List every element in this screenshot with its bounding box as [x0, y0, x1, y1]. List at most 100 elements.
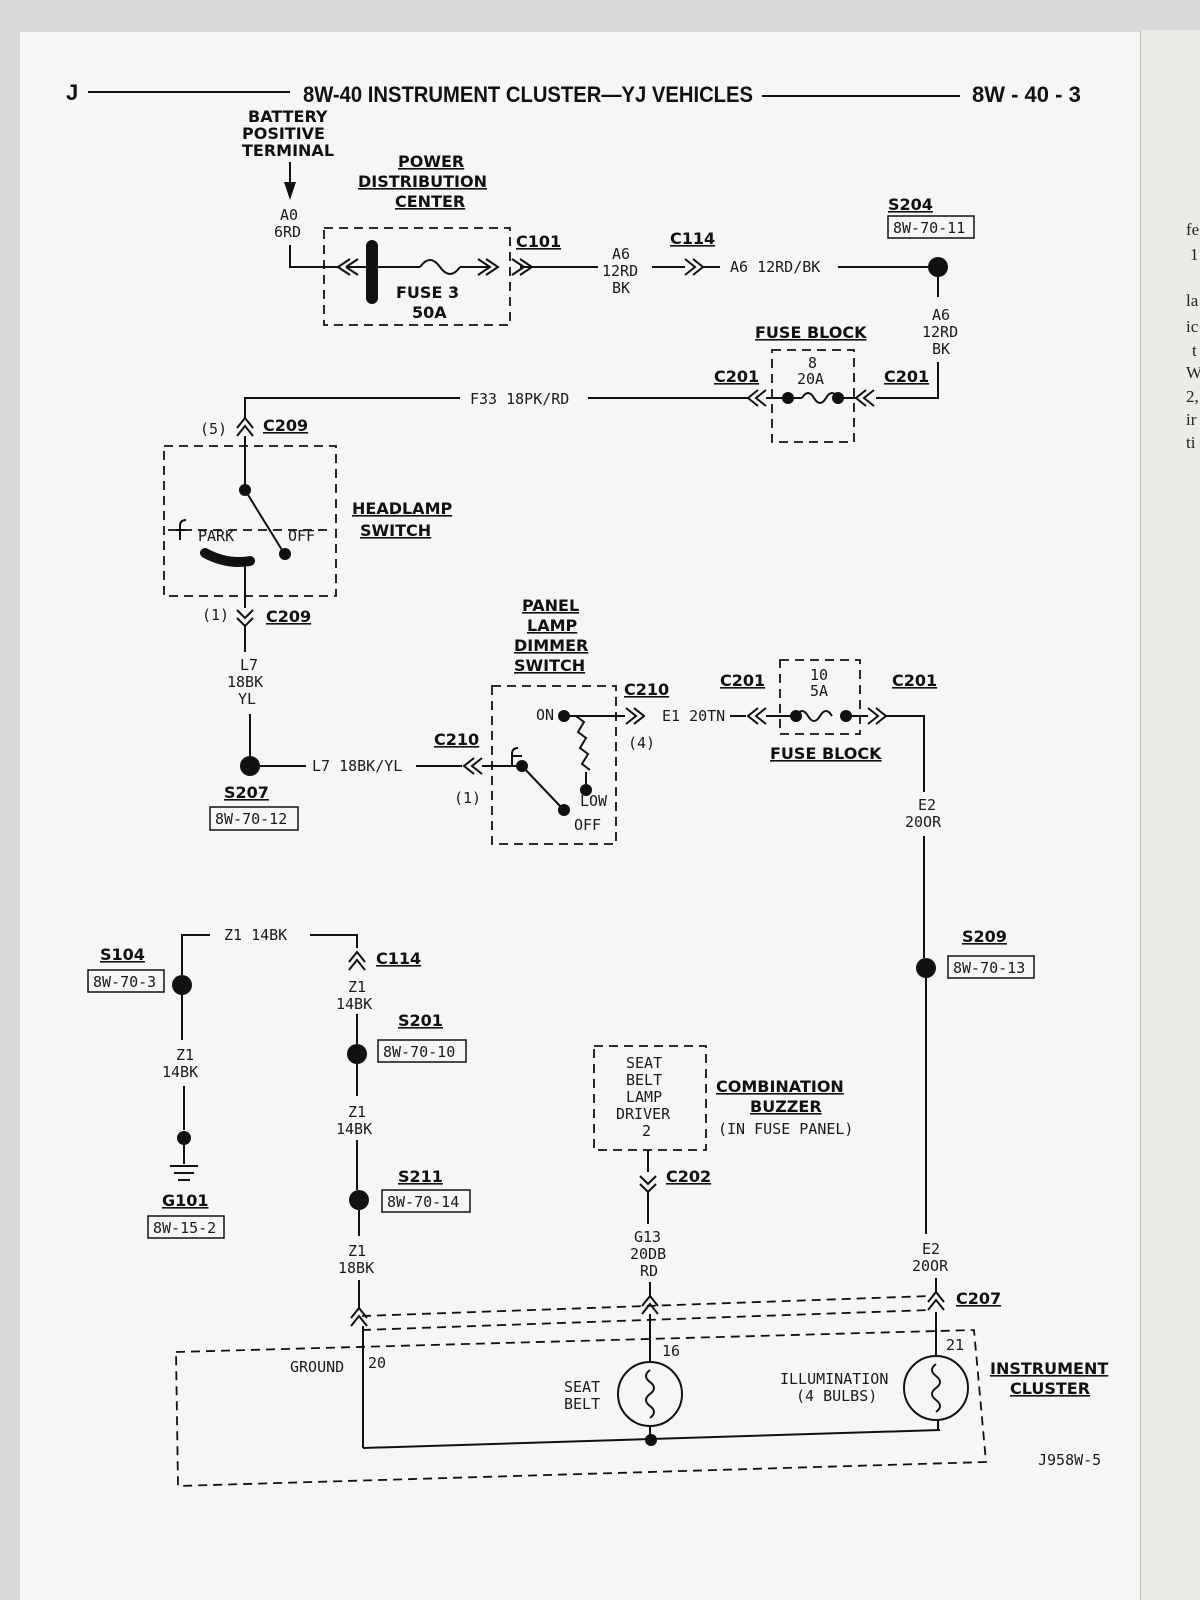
cluster-label-1: INSTRUMENT [990, 1359, 1108, 1378]
battery-label-2: POSITIVE [242, 124, 325, 143]
cluster-label-2: CLUSTER [1010, 1379, 1090, 1398]
wire-a6-color-2: BK [932, 340, 950, 358]
connector-c201-a: C201 [884, 367, 929, 386]
side-text-9: ti [1186, 433, 1196, 452]
side-text-6: W [1186, 363, 1200, 382]
headlamp-switch: PARK OFF HEADLAMP SWITCH [163, 445, 452, 608]
wire-z1-gauge-a: 14BK [336, 995, 372, 1013]
pdc-label-1: POWER [398, 152, 464, 171]
connector-c201-b: C201 [714, 367, 759, 386]
wire-a0-color: 6RD [274, 223, 301, 241]
dimmer-label-4: SWITCH [514, 656, 585, 675]
wire-z1-code-d: Z1 [176, 1046, 194, 1064]
connector-c201-c: C201 [720, 671, 765, 690]
splice-s211-label: S211 [398, 1167, 443, 1186]
side-text-8: ir [1186, 410, 1197, 429]
dimmer-label-1: PANEL [522, 596, 579, 615]
dimmer-on-label: ON [536, 706, 554, 724]
splice-s209-dot [916, 958, 936, 978]
pin-1-headlamp: (1) [202, 606, 229, 624]
fuse-block-1-amps: 20A [797, 370, 824, 388]
buzzer-driver-5: 2 [642, 1122, 651, 1140]
headlamp-label-2: SWITCH [360, 521, 431, 540]
fuse-block-8: FUSE BLOCK 8 20A [746, 323, 875, 443]
splice-s204-dot [928, 257, 948, 277]
splice-s201-ref: 8W-70-10 [383, 1043, 455, 1061]
pin-5: (5) [200, 420, 227, 438]
side-text-2: 1 [1190, 245, 1199, 264]
wire-l7-label-h: L7 18BK/YL [312, 757, 402, 775]
ground-g101-ref: 8W-15-2 [153, 1219, 216, 1237]
connector-c202: C202 [666, 1167, 711, 1186]
side-text-3: la [1186, 291, 1199, 310]
headlamp-label-1: HEADLAMP [352, 499, 452, 518]
cluster-pin-16: 16 [662, 1342, 680, 1360]
buzzer-driver-4: DRIVER [616, 1105, 671, 1123]
header-section-letter: J [66, 80, 78, 105]
splice-s207-label: S207 [224, 783, 269, 802]
buzzer-driver-1: SEAT [626, 1054, 662, 1072]
splice-s211-ref: 8W-70-14 [387, 1193, 459, 1211]
connector-c114-top: C114 [670, 229, 715, 248]
wire-g13-gauge: 20DB [630, 1245, 666, 1263]
splice-s204-label: S204 [888, 195, 933, 214]
panel-lamp-dimmer-switch: PANEL LAMP DIMMER SWITCH ON LOW OFF [482, 596, 625, 845]
fuse-block-1-label: FUSE BLOCK [755, 323, 867, 342]
cluster-ground-label: GROUND [290, 1358, 344, 1376]
next-page-text: fe 1 la ic t W 2, ir ti [1186, 220, 1200, 452]
page-header: J 8W-40 INSTRUMENT CLUSTER—YJ VEHICLES 8… [66, 80, 1081, 107]
wire-z1-gauge-b: 14BK [336, 1120, 372, 1138]
cluster-illumination-label: ILLUMINATION [780, 1370, 888, 1388]
fuse-block-10: 10 5A FUSE BLOCK [746, 659, 888, 763]
ground-g101-label: G101 [162, 1191, 209, 1210]
side-text-7: 2, [1186, 387, 1199, 406]
splice-s207-ref: 8W-70-12 [215, 810, 287, 828]
buzzer-label-1: COMBINATION [716, 1077, 844, 1096]
splice-s211-dot [349, 1190, 369, 1210]
connector-c207: C207 [956, 1289, 1001, 1308]
wire-e2-color-2: 20OR [912, 1257, 949, 1275]
battery-label-3: TERMINAL [242, 141, 334, 160]
splice-s104-dot [172, 975, 192, 995]
cluster-pin-21: 21 [946, 1336, 964, 1354]
fuse-block-1-number: 8 [808, 354, 817, 372]
pdc-fuse-amps: 50A [412, 303, 447, 322]
dimmer-off-label: OFF [574, 816, 601, 834]
splice-s201-dot [347, 1044, 367, 1064]
connector-c210-left: C210 [434, 730, 479, 749]
cluster-seat-label-2: BELT [564, 1395, 600, 1413]
wire-a6-color-1: BK [612, 279, 630, 297]
splice-s104-ref: 8W-70-3 [93, 973, 156, 991]
pdc-fuse-number: FUSE 3 [396, 283, 459, 302]
dimmer-low-label: LOW [580, 792, 608, 810]
page-title: 8W-40 INSTRUMENT CLUSTER—YJ VEHICLES [303, 82, 753, 107]
combination-buzzer: SEAT BELT LAMP DRIVER 2 COMBINATION BUZZ… [593, 1045, 853, 1151]
next-page-edge [1140, 30, 1200, 1600]
connector-c209-top: C209 [263, 416, 308, 435]
connector-c201-d: C201 [892, 671, 937, 690]
fuse-block-2-label: FUSE BLOCK [770, 744, 882, 763]
cluster-pin-20: 20 [368, 1354, 386, 1372]
wire-e1-label: E1 20TN [662, 707, 725, 725]
connector-c209-bottom: C209 [266, 607, 311, 626]
wire-e2-color-1: 20OR [905, 813, 942, 831]
wire-z1-gauge-d: 14BK [162, 1063, 198, 1081]
wire-z1-code-a: Z1 [348, 978, 366, 996]
splice-s207-dot [240, 756, 260, 776]
wire-l7-code: L7 [240, 656, 258, 674]
splice-s209-label: S209 [962, 927, 1007, 946]
cluster-seat-label-1: SEAT [564, 1378, 600, 1396]
connector-c114-bottom: C114 [376, 949, 421, 968]
wire-a6-label-mid: A6 12RD/BK [730, 258, 820, 276]
power-distribution-center: POWER DISTRIBUTION CENTER FUSE 3 50A [323, 152, 511, 326]
wire-g13-color: RD [640, 1262, 658, 1280]
headlamp-off-label: OFF [288, 527, 315, 545]
battery-label-1: BATTERY [248, 107, 328, 126]
wire-e2-code-2: E2 [922, 1240, 940, 1258]
side-text-1: fe [1186, 220, 1199, 239]
fuse-block-2-number: 10 [810, 666, 828, 684]
side-text-5: t [1192, 341, 1197, 360]
splice-s201-label: S201 [398, 1011, 443, 1030]
fuse-block-2-amps: 5A [810, 682, 828, 700]
